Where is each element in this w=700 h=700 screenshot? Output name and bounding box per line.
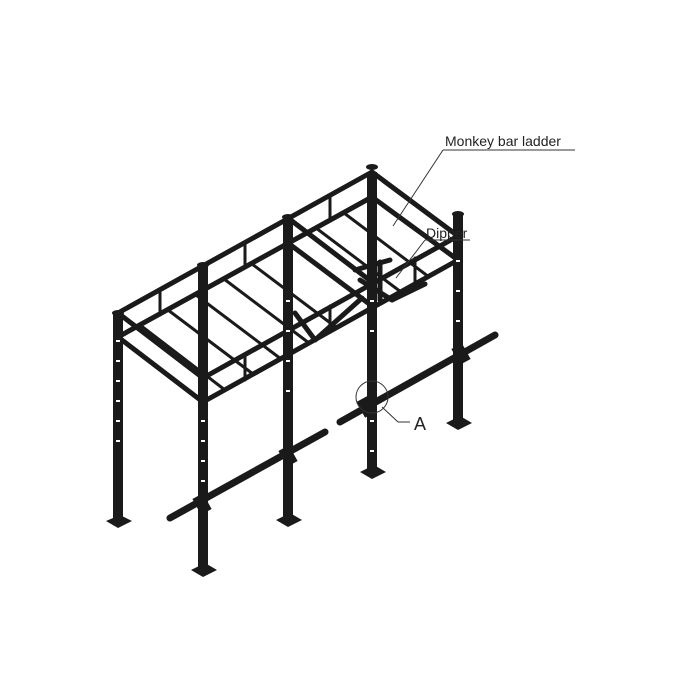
label-dipper: Dipper <box>426 225 468 241</box>
upright-front-upper <box>198 265 208 378</box>
uprights <box>113 172 463 568</box>
barbells <box>166 331 499 522</box>
detail-circle <box>355 380 389 414</box>
label-monkey-bar-ladder: Monkey bar ladder <box>445 133 561 149</box>
annotation-leaders <box>355 149 575 423</box>
dipper <box>292 257 428 343</box>
label-detail-a: A <box>414 414 426 434</box>
base-plates <box>106 416 472 577</box>
barbell-collars <box>192 343 471 515</box>
